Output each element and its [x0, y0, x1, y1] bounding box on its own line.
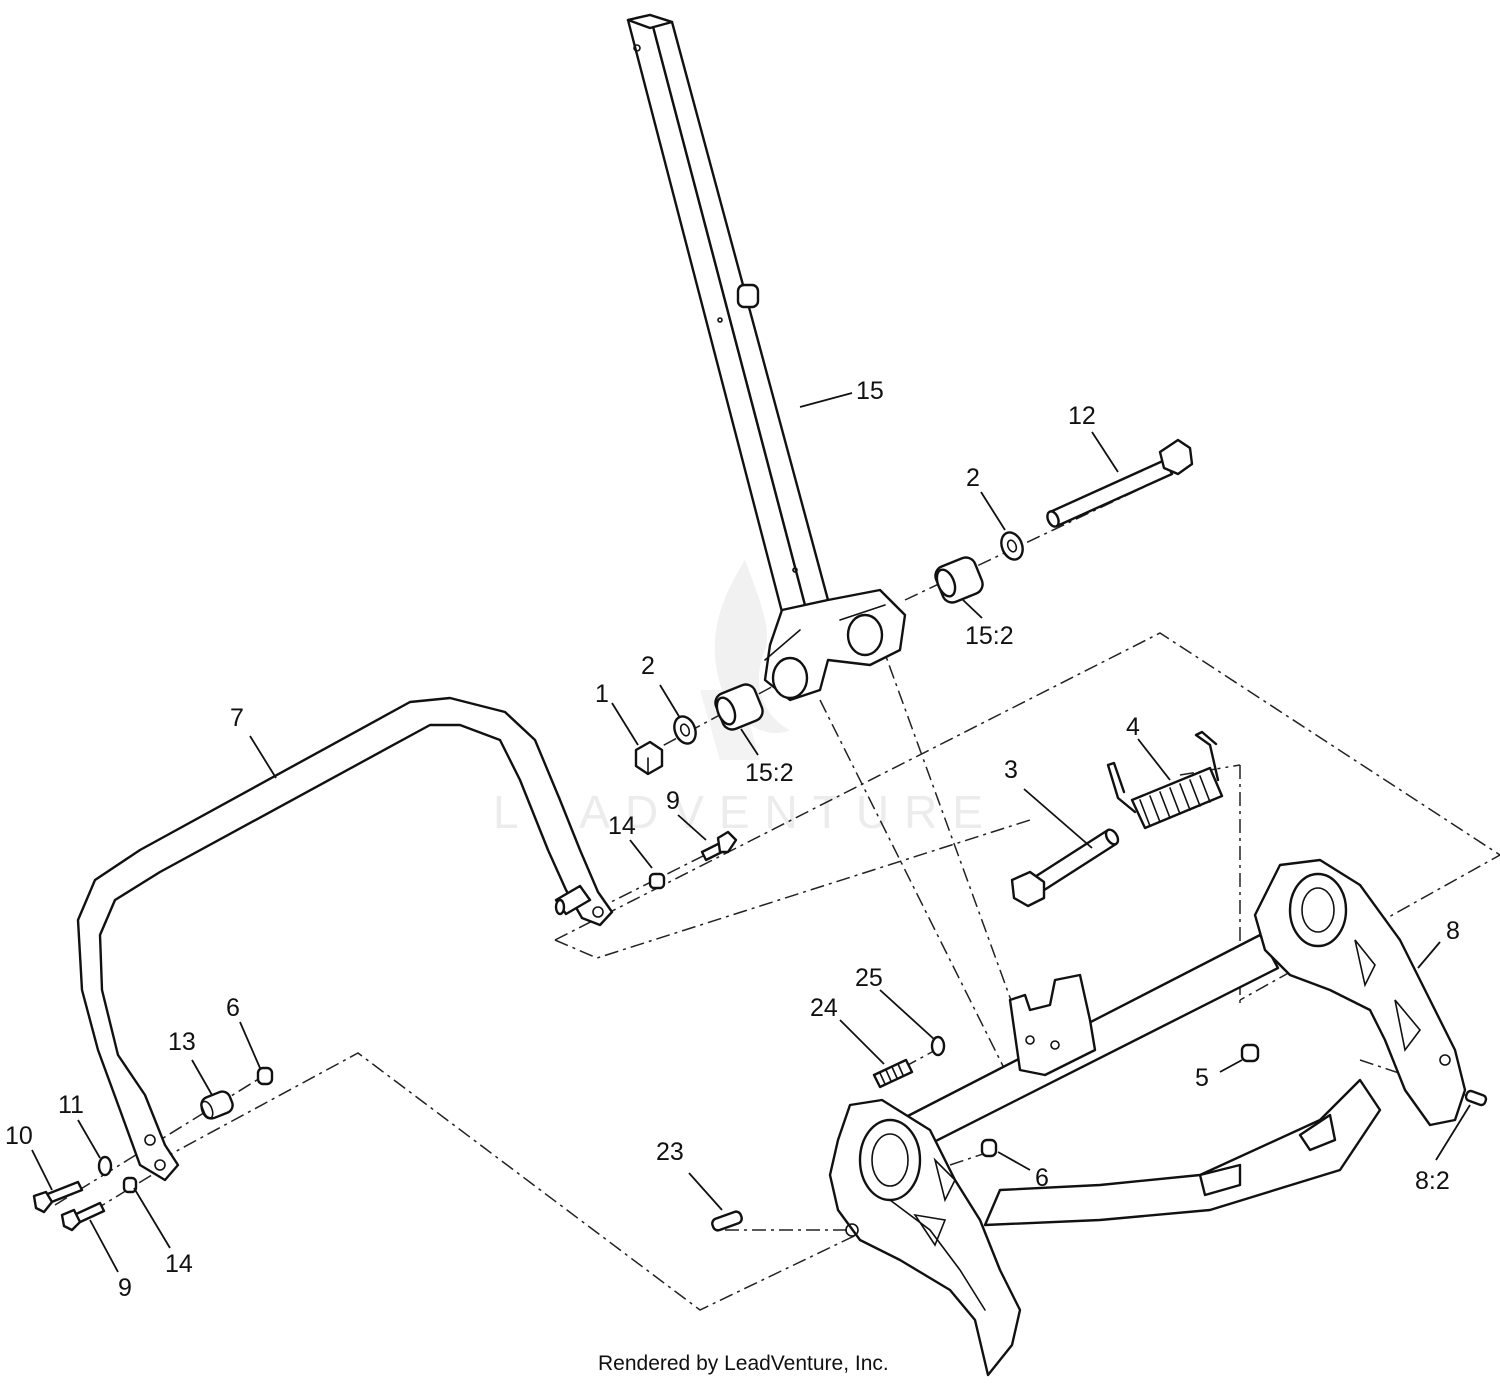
nut-part-1 — [634, 740, 664, 776]
callout-1: 1 — [595, 680, 609, 708]
callout-14-lower: 14 — [165, 1250, 193, 1278]
nut-part-6-right — [980, 1138, 998, 1158]
pin-part-23 — [711, 1210, 743, 1232]
washer-lower-part-2 — [673, 715, 697, 745]
callout-15-2-upper: 15:2 — [965, 622, 1014, 650]
callout-11: 11 — [58, 1091, 84, 1119]
callout-8: 8 — [1446, 917, 1460, 945]
bolt-part-10 — [32, 1180, 84, 1214]
bolt-part-12 — [1046, 438, 1194, 528]
callout-12: 12 — [1068, 402, 1096, 430]
callout-15-2-lower: 15:2 — [745, 759, 794, 787]
bolt-part-3 — [1010, 828, 1120, 908]
bushing-upper-part-15-2 — [934, 556, 984, 604]
callout-13: 13 — [168, 1028, 196, 1056]
callout-4: 4 — [1126, 713, 1140, 741]
callout-labels: 15 12 2 15:2 2 1 15:2 4 3 7 9 14 8 25 24… — [5, 377, 1460, 1302]
callout-24: 24 — [810, 994, 838, 1022]
spacer-part-14-lower — [122, 1176, 138, 1194]
bolt-part-5 — [1240, 1043, 1260, 1063]
callout-3: 3 — [1004, 756, 1018, 784]
spring-part-24 — [872, 1058, 914, 1089]
callout-9-lower: 9 — [118, 1274, 132, 1302]
washer-upper-part-2 — [1000, 531, 1024, 561]
callout-5: 5 — [1195, 1064, 1209, 1092]
callout-6-right: 6 — [1035, 1164, 1049, 1192]
callout-2-lower: 2 — [641, 652, 655, 680]
clip-part-25 — [930, 1035, 946, 1057]
bushing-lower-part-15-2 — [714, 683, 764, 731]
callout-6-left: 6 — [226, 994, 240, 1022]
bolt-part-9-upper — [700, 830, 738, 862]
pin-part-8-2 — [1464, 1089, 1488, 1107]
spring-part-4 — [1106, 730, 1224, 830]
bolt-part-9-lower — [60, 1201, 106, 1232]
callout-8-2: 8:2 — [1415, 1167, 1450, 1195]
callout-25: 25 — [855, 964, 883, 992]
callout-2-upper: 2 — [966, 464, 980, 492]
callout-7: 7 — [230, 704, 244, 732]
leader-lines — [31, 392, 1471, 1273]
spacer-part-14-upper — [648, 872, 666, 890]
bumper-bar-part-7 — [76, 696, 614, 1182]
nut-part-6-left — [256, 1066, 274, 1086]
watermark-text: LEADVENTURE — [493, 786, 998, 838]
spacer-part-13 — [200, 1090, 234, 1120]
washer-part-11 — [97, 1155, 113, 1177]
callout-14-upper: 14 — [608, 812, 636, 840]
callout-9-upper: 9 — [666, 787, 680, 815]
frame-part-8 — [828, 858, 1467, 1377]
callout-10: 10 — [5, 1122, 33, 1150]
callout-23: 23 — [656, 1138, 684, 1166]
render-credit: Rendered by LeadVenture, Inc. — [598, 1352, 889, 1375]
callout-15: 15 — [856, 377, 884, 405]
steering-column-part-15 — [626, 13, 907, 702]
